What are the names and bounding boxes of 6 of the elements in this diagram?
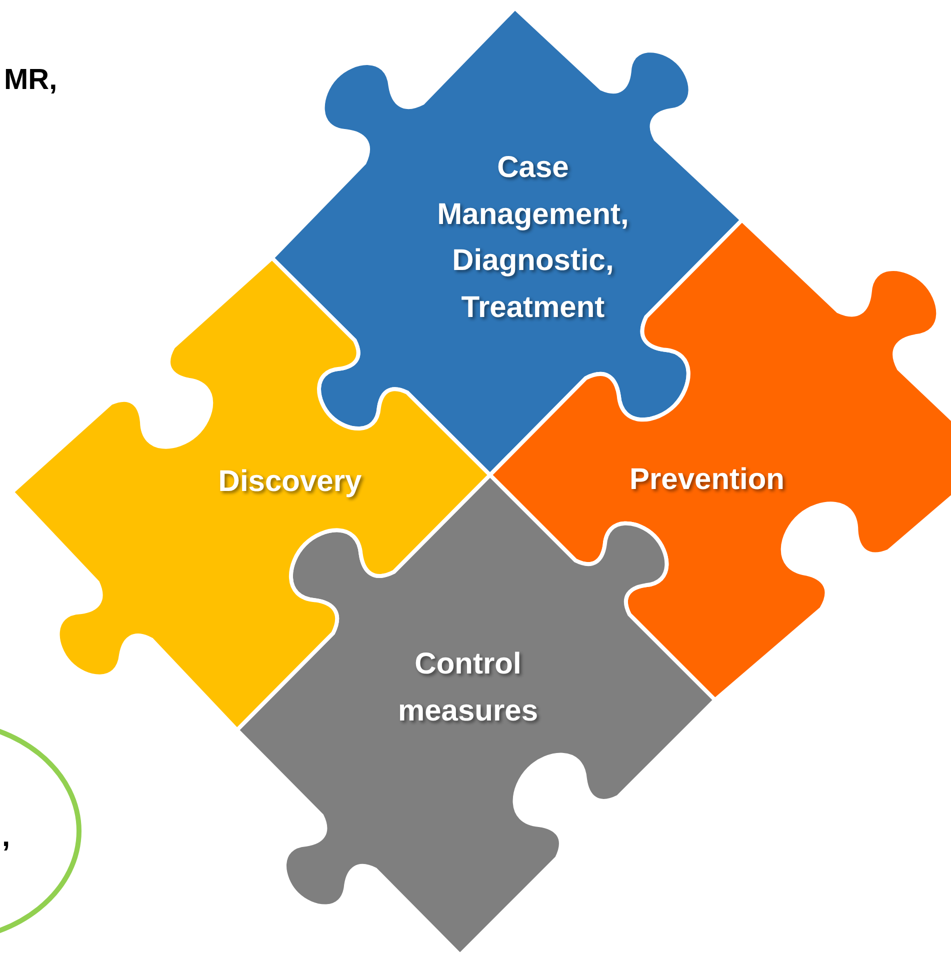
piece-label: Discovery <box>217 464 363 500</box>
piece-label: Case Management, Diagnostic, Treatment <box>436 150 630 326</box>
text-fragment: MR, <box>4 64 58 97</box>
text-fragment: , <box>2 821 10 854</box>
piece-label: Control measures <box>396 646 540 729</box>
piece-label: Prevention <box>628 462 786 498</box>
